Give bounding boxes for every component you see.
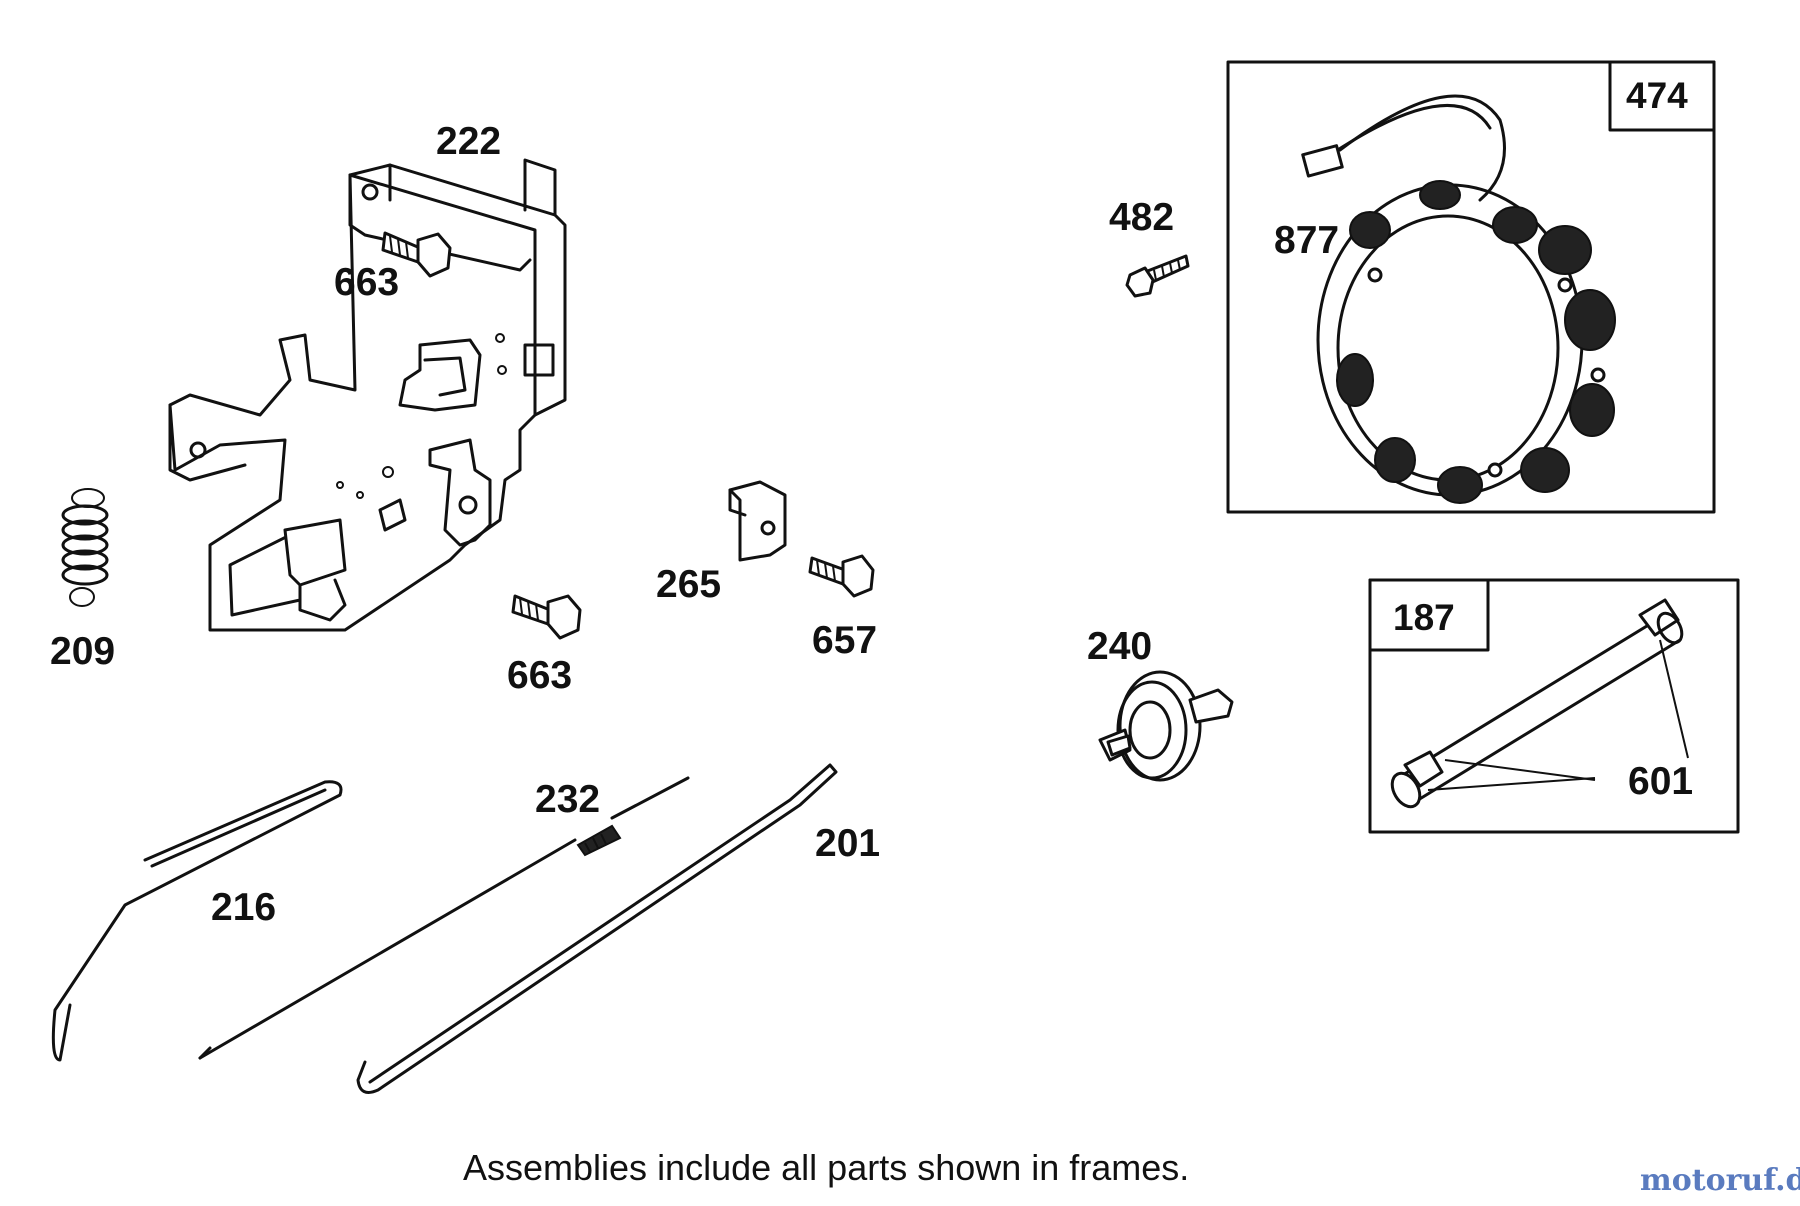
part-label-601: 601 bbox=[1628, 760, 1693, 803]
part-label-482: 482 bbox=[1109, 196, 1174, 239]
part-label-201: 201 bbox=[815, 822, 880, 865]
part-label-240: 240 bbox=[1087, 625, 1152, 668]
frame-474 bbox=[1226, 60, 1716, 514]
assemblies-caption: Assemblies include all parts shown in fr… bbox=[463, 1147, 1189, 1188]
part-label-877: 877 bbox=[1274, 219, 1339, 262]
frame-label-474: 474 bbox=[1626, 75, 1688, 116]
rod-216-drawing bbox=[51, 780, 343, 1062]
spring-209-drawing bbox=[61, 488, 109, 607]
part-label-657: 657 bbox=[812, 619, 877, 662]
bolt-663-upper-drawing bbox=[381, 231, 452, 278]
fuel-filter-240-drawing bbox=[1098, 670, 1234, 782]
part-label-209: 209 bbox=[50, 630, 115, 673]
rod-201-drawing bbox=[356, 763, 838, 1094]
stator-877-drawing bbox=[1301, 94, 1616, 504]
fuel-line-drawing bbox=[1390, 598, 1689, 809]
part-label-222: 222 bbox=[436, 120, 501, 163]
part-label-265: 265 bbox=[656, 563, 721, 606]
bolt-663-lower-drawing bbox=[511, 594, 582, 640]
bolt-482-drawing bbox=[1125, 254, 1190, 298]
frame-187 bbox=[1368, 578, 1740, 834]
part-label-232: 232 bbox=[535, 778, 600, 821]
control-bracket-drawing bbox=[168, 158, 567, 632]
part-label-216: 216 bbox=[211, 886, 276, 929]
frame-label-187: 187 bbox=[1393, 597, 1455, 638]
clip-265-drawing bbox=[728, 480, 787, 562]
part-label-663-upper: 663 bbox=[334, 261, 399, 304]
part-label-663-lower: 663 bbox=[507, 654, 572, 697]
watermark: motoruf.de bbox=[1640, 1163, 1800, 1198]
bolt-657-drawing bbox=[808, 554, 875, 598]
wire-232-drawing bbox=[198, 776, 690, 1060]
